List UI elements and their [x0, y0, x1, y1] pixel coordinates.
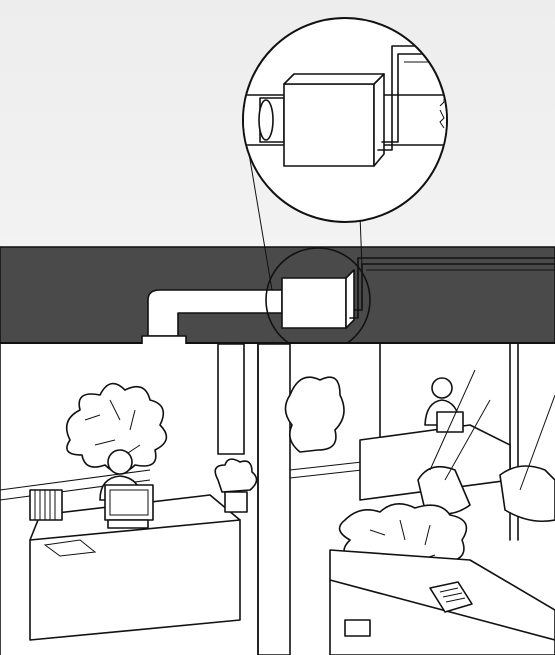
- plant-middle: [285, 377, 344, 452]
- magnified-detail: [240, 18, 460, 222]
